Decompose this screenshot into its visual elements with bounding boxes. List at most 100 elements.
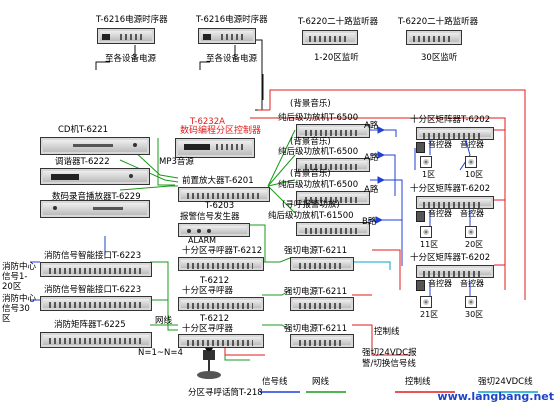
legend-control: 控制线 [405, 377, 431, 387]
amp4-label: 纯后级功放机T-61500 [268, 211, 354, 221]
paging2-device [178, 297, 264, 311]
fire-matrix-device [40, 332, 152, 348]
paging2-model: T-6212 [200, 276, 230, 286]
vc-label-5: 音控器 [428, 279, 452, 288]
monitor1-label: T-6220二十路监听器 [298, 17, 379, 27]
zone21-label: 21区 [420, 310, 439, 319]
cd-label: CD机T-6221 [58, 125, 109, 135]
paging1-device [178, 257, 264, 271]
fire2-device [40, 296, 152, 311]
recorder-label: 数码录音播放器T-6229 [52, 192, 141, 202]
legend-power: 强切24VDC线 [478, 377, 533, 387]
route-a1: A路 [364, 121, 379, 131]
netline-label: 网线 [155, 316, 173, 326]
timer1-output: 至各设备电源 [105, 54, 157, 64]
volume-control-icon [416, 280, 425, 291]
amp3-label: 纯后级功放机T-6500 [278, 180, 359, 190]
psu-wires [352, 261, 391, 270]
fire-center2: 消防中心信号30区 [2, 294, 37, 324]
microphone-drawing [197, 343, 221, 379]
zone1-label: 1区 [422, 170, 436, 179]
speaker-icon [465, 296, 477, 308]
vc-label-2: 音控器 [460, 140, 484, 149]
timer1-label: T-6216电源时序器 [96, 15, 168, 25]
matrix1-device [416, 127, 494, 140]
matrix2-label: 十分区矩阵器T-6202 [410, 184, 491, 194]
route-b: B路 [362, 217, 377, 227]
programmer-device [175, 138, 255, 158]
timer2-device [198, 28, 256, 44]
psu2-device [290, 297, 354, 311]
matrix2-device [416, 196, 494, 209]
network-wires [119, 129, 296, 361]
amp2-device [296, 158, 370, 172]
fire-matrix-label: 消防矩阵器T-6225 [54, 320, 126, 330]
fire1-device [40, 262, 152, 277]
route-a2: A路 [364, 153, 379, 163]
speaker-icon [465, 226, 477, 238]
timer2-output: 至各设备电源 [206, 54, 258, 64]
amp1-tag: (背景音乐) [290, 99, 331, 109]
psu1-label: 强切电源T-6211 [284, 246, 348, 256]
volume-control-icon [416, 142, 425, 153]
timer1-device [97, 28, 155, 44]
power-wires [95, 39, 264, 111]
watermark: www.langbang.net [437, 390, 554, 403]
psu-note: 强切24VDC报警/切换信号线 [362, 348, 417, 369]
control-line-label: 控制线 [374, 327, 400, 337]
amp-output-arrows [375, 126, 386, 224]
recorder-device [40, 200, 150, 218]
mic-label: 分区寻呼话筒T-218 [188, 388, 263, 398]
paging2-name: 十分区寻呼器 [182, 286, 234, 296]
tuner-device [40, 168, 150, 185]
tuner-label: 调谐器T-6222 [55, 157, 110, 167]
matrix1-label: 十分区矩阵器T-6202 [410, 115, 491, 125]
psu3-label: 强切电源T-6211 [284, 324, 348, 334]
volume-control-icon [416, 211, 425, 222]
alarm-gen-name: 报警信号发生器 [180, 212, 240, 222]
paging3-name: 十分区寻呼器 [182, 324, 234, 334]
monitor1-device [302, 30, 358, 45]
speaker-icon [465, 156, 477, 168]
amp3-tag: (背景音乐) [290, 169, 331, 179]
amp4-tag: (寻呼报警功放) [282, 200, 340, 210]
paging1-label: 十分区寻呼器T-6212 [182, 246, 263, 256]
amp3-device [296, 191, 370, 205]
amp1-device [296, 124, 370, 138]
psu3-device [290, 334, 354, 348]
mp3-label: MP3音源 [159, 157, 194, 167]
n-range-label: N=1~N=4 [138, 348, 183, 358]
amp2-tag: (背景音乐) [290, 137, 331, 147]
timer2-label: T-6216电源时序器 [196, 15, 268, 25]
psu1-device [290, 257, 354, 271]
alarm-gen-device [178, 223, 250, 237]
monitor1-zone: 1-20区监听 [314, 53, 359, 63]
programmer-name: 数码编程分区控制器 [180, 126, 262, 136]
matrix3-label: 十分区矩阵器T-6202 [410, 253, 491, 263]
vc-label-6: 音控器 [460, 279, 484, 288]
psu2-label: 强切电源T-6211 [284, 287, 348, 297]
paging3-device [178, 334, 264, 348]
zone10-label: 10区 [465, 170, 484, 179]
speaker-icon [420, 226, 432, 238]
matrix3-device [416, 265, 494, 278]
alarm-gen-model: T-6203 [205, 201, 235, 211]
speaker-icon [420, 296, 432, 308]
cd-device [40, 137, 150, 155]
alarm-label: ALARM [188, 236, 217, 245]
programmer-model: T-6232A [190, 117, 225, 127]
legend-network: 网线 [312, 377, 330, 387]
monitor2-zone: 30区监听 [421, 53, 458, 63]
preamp-device [178, 187, 270, 202]
amp2-label: 纯后级功放机T-6500 [278, 147, 359, 157]
fire-center1: 消防中心信号1-20区 [2, 262, 37, 292]
legend-signal: 信号线 [262, 377, 288, 387]
vc-label-4: 音控器 [460, 209, 484, 218]
zone20-label: 20区 [465, 240, 484, 249]
speaker-icon [420, 156, 432, 168]
vc-label-1: 音控器 [428, 140, 452, 149]
vc-label-3: 音控器 [428, 209, 452, 218]
fire1-label: 消防信号智能接口T-6223 [44, 251, 142, 261]
zone30-label: 30区 [465, 310, 484, 319]
